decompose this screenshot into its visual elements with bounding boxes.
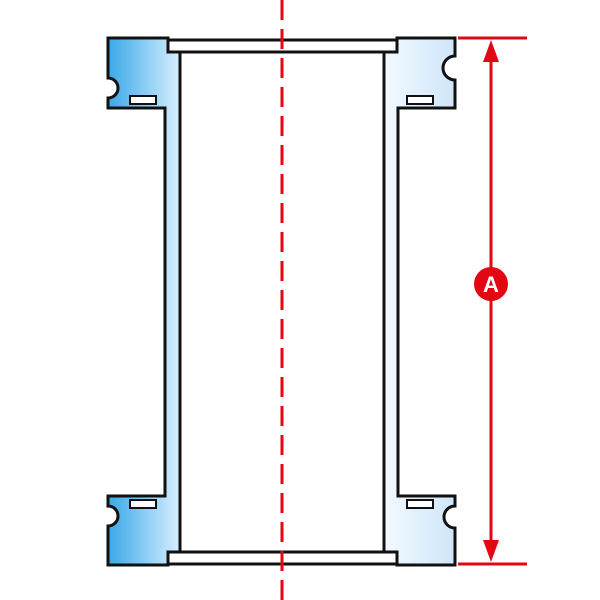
groove-top-right (406, 95, 434, 105)
dimension-arrow-bottom (483, 540, 499, 562)
dimension-label: A (483, 272, 499, 297)
dimension-arrow-top (483, 40, 499, 62)
right-wall-section (382, 36, 457, 567)
groove-bottom-left (129, 499, 157, 509)
groove-top-left (129, 95, 157, 105)
dimension-badge (474, 267, 508, 301)
groove-bottom-right (406, 499, 434, 509)
left-wall-section (106, 36, 182, 567)
